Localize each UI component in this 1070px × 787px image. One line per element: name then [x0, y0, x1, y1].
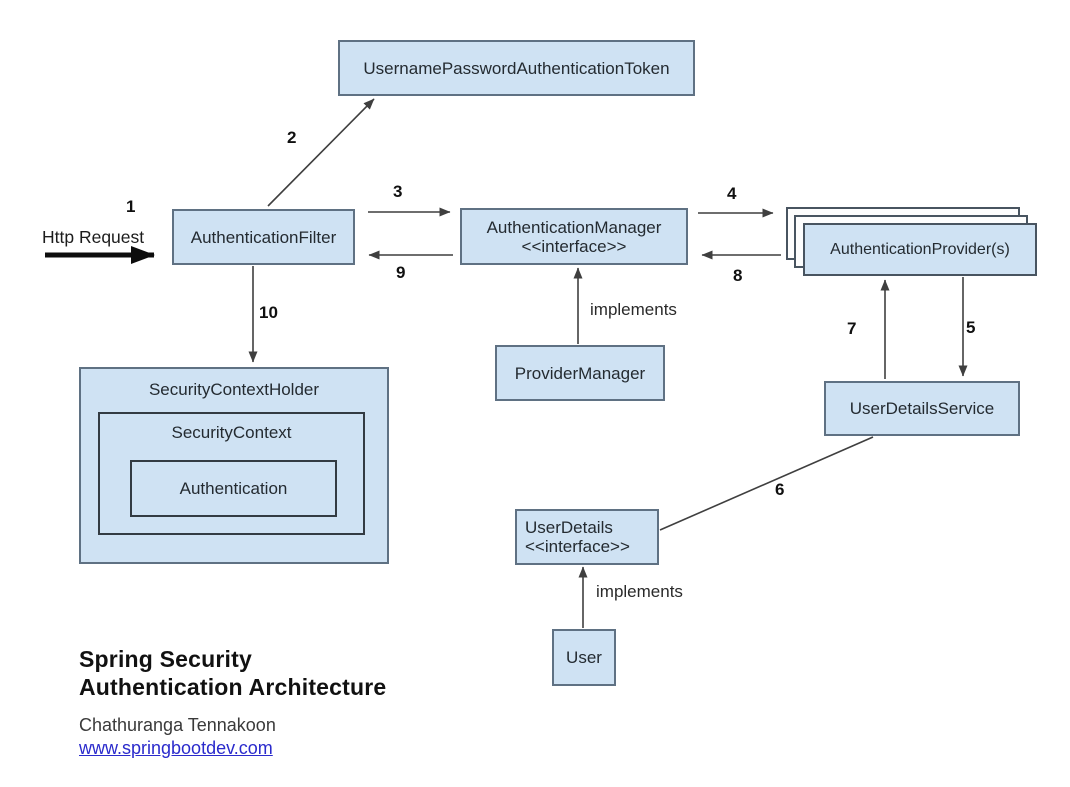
node-provider-manager: ProviderManager: [495, 345, 665, 401]
node-authentication-filter: AuthenticationFilter: [172, 209, 355, 265]
user-details-stereotype: <<interface>>: [525, 537, 630, 556]
diagram-title: Spring Security Authentication Architect…: [79, 645, 386, 701]
implements-upper-label: implements: [590, 300, 677, 319]
node-authentication-manager: AuthenticationManager <<interface>>: [460, 208, 688, 265]
node-username-password-authentication-token: UsernamePasswordAuthenticationToken: [338, 40, 695, 96]
node-user-details-service: UserDetailsService: [824, 381, 1020, 436]
node-authentication-providers: AuthenticationProvider(s): [803, 223, 1037, 276]
http-request-label: Http Request: [42, 227, 145, 247]
edge-create-token: [267, 98, 375, 207]
user-details-label: UserDetails: [525, 518, 613, 537]
authentication-manager-label: AuthenticationManager: [486, 217, 662, 237]
node-user-details: UserDetails <<interface>>: [515, 509, 659, 565]
node-authentication: Authentication: [130, 460, 337, 517]
website-link[interactable]: www.springbootdev.com: [79, 738, 273, 758]
step-number-1: 1: [126, 197, 136, 216]
step-number-5: 5: [966, 318, 976, 337]
node-security-context-holder: SecurityContextHolder SecurityContext Au…: [79, 367, 389, 564]
security-context-holder-label: SecurityContextHolder: [148, 380, 320, 399]
step-number-10: 10: [259, 303, 278, 322]
edge-return-user-details: [659, 436, 874, 531]
diagram-title-line2: Authentication Architecture: [79, 674, 387, 700]
step-number-2: 2: [287, 128, 297, 147]
node-security-context: SecurityContext Authentication: [98, 412, 365, 535]
step-number-3: 3: [393, 182, 403, 201]
diagram-title-line1: Spring Security: [79, 646, 252, 672]
step-number-6: 6: [775, 480, 785, 499]
step-number-7: 7: [847, 319, 857, 338]
step-number-8: 8: [733, 266, 743, 285]
security-context-label: SecurityContext: [171, 423, 292, 442]
implements-lower-label: implements: [596, 582, 683, 601]
step-number-9: 9: [396, 263, 406, 282]
authentication-manager-stereotype: <<interface>>: [521, 236, 627, 256]
step-number-4: 4: [727, 184, 737, 203]
node-user: User: [552, 629, 616, 686]
author-name: Chathuranga Tennakoon: [79, 715, 276, 735]
